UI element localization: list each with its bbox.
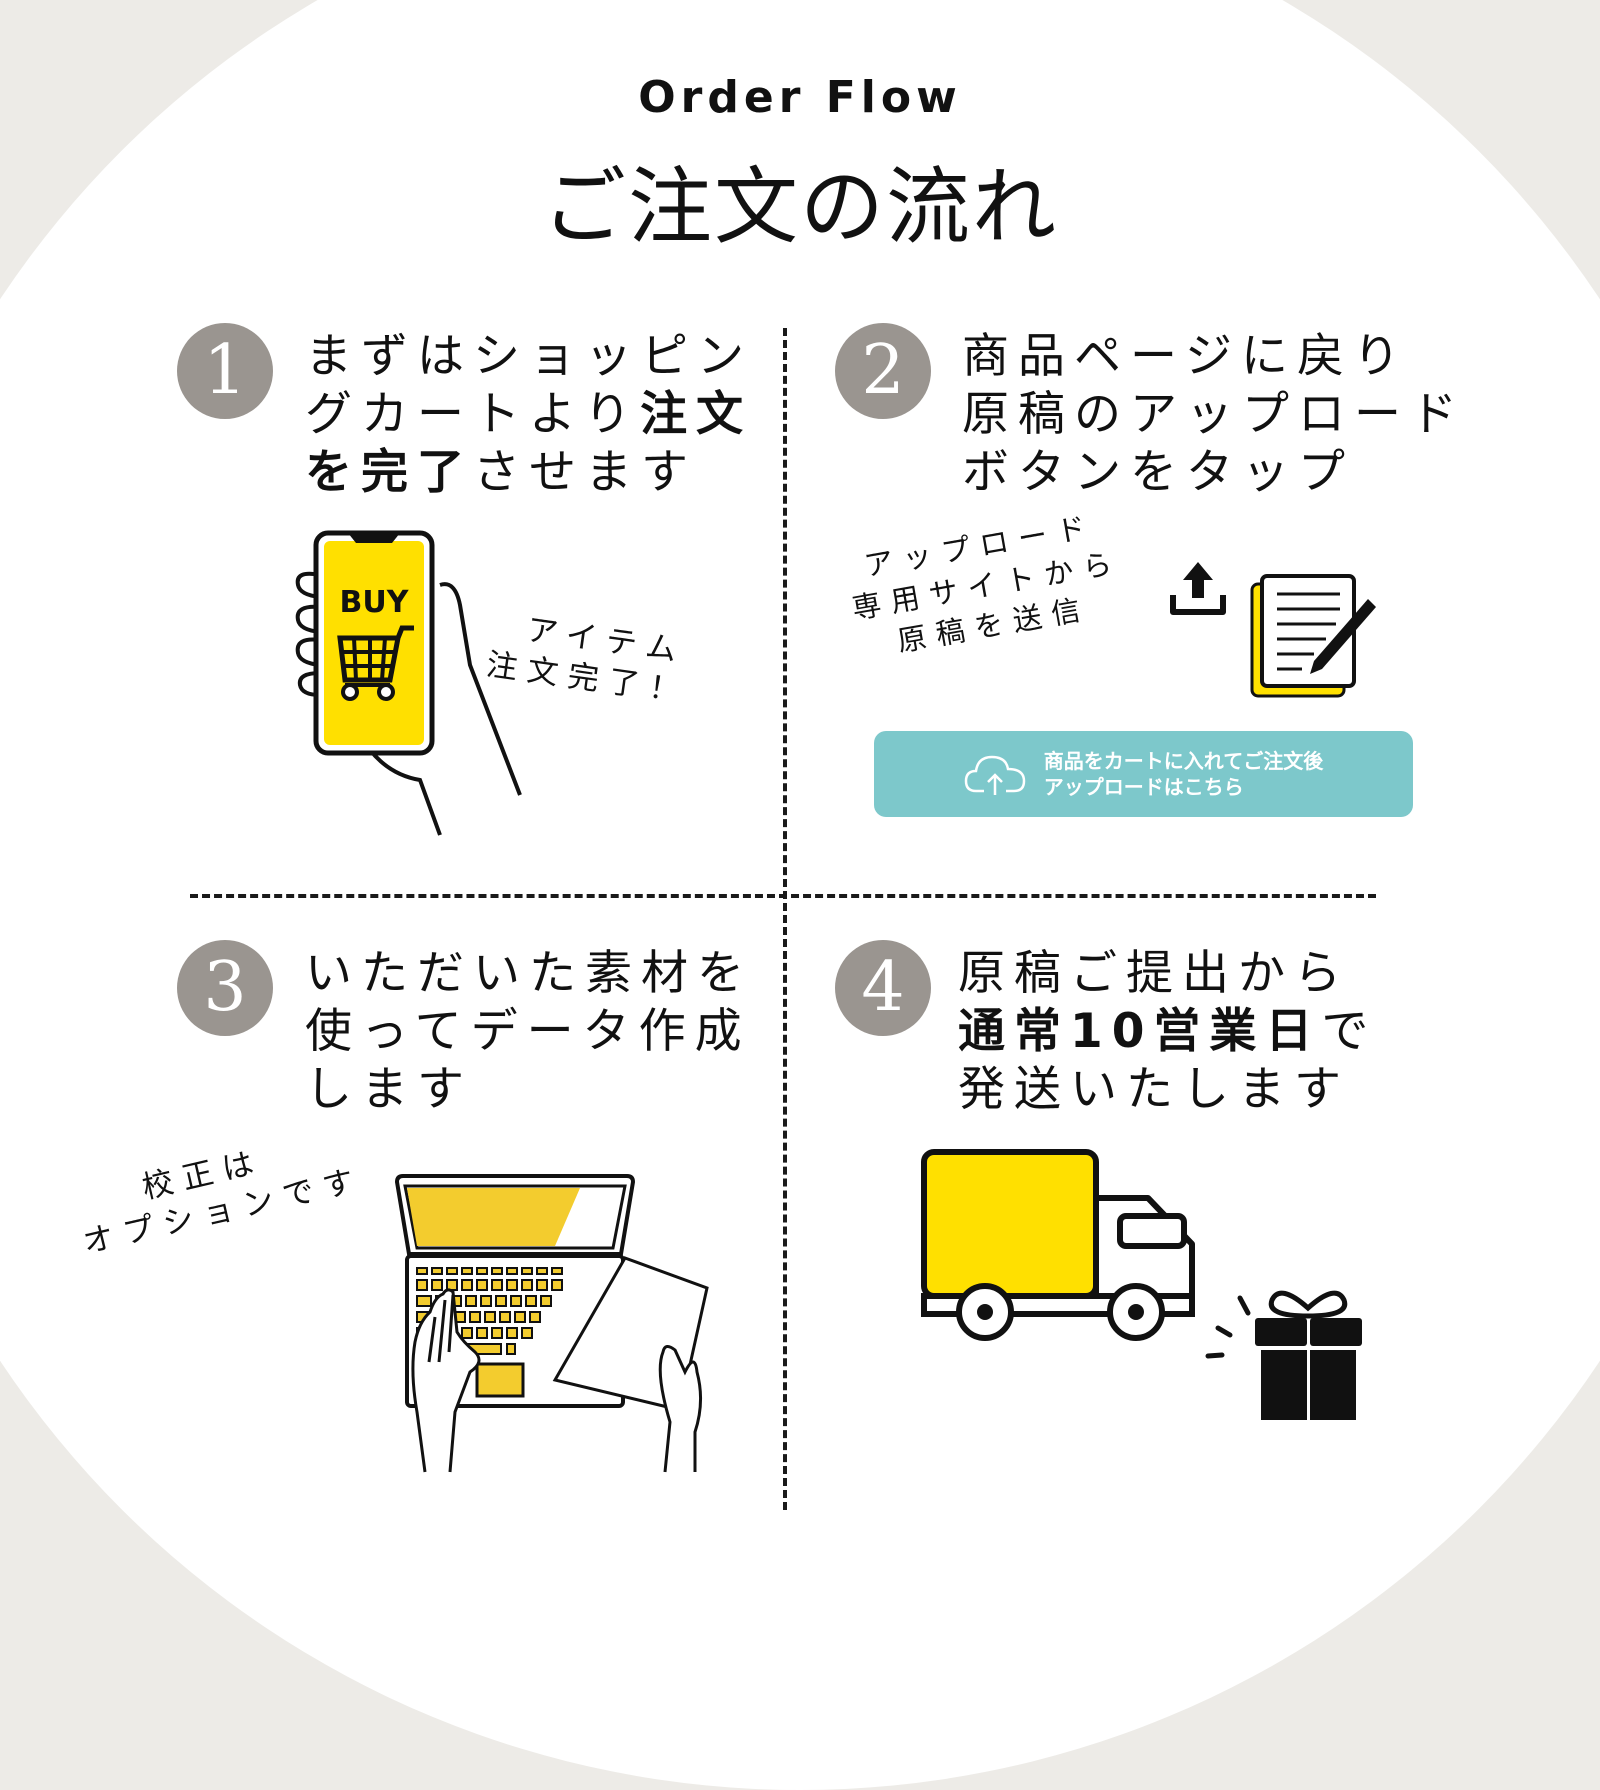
text-run: 使ってデータ作成	[305, 1004, 751, 1059]
text-run: させます	[473, 445, 697, 500]
button-label-line: 商品をカートに入れてご注文後	[1043, 749, 1324, 773]
svg-text:BUY: BUY	[340, 585, 410, 620]
horizontal-dashed-divider	[190, 894, 1376, 898]
text-run: 商品ページに戻り	[962, 329, 1410, 384]
gift-box-icon	[1205, 1290, 1362, 1420]
phone-buy-cart-icon: BUY	[295, 530, 522, 836]
text-run: まずはショッピン	[305, 329, 753, 384]
step-description: 商品ページに戻り 原稿のアップロード ボタンをタップ	[962, 328, 1466, 502]
text-run-bold: を完了	[305, 445, 473, 500]
text-run: 発送いたします	[958, 1062, 1350, 1117]
step-number-badge: 2	[835, 323, 931, 419]
text-line: いただいた素材を	[305, 945, 753, 1003]
text-run-bold: 通常10営業日	[958, 1004, 1322, 1059]
step-description: いただいた素材を 使ってデータ作成 します	[305, 945, 753, 1119]
delivery-truck-icon	[921, 1149, 1195, 1341]
text-run: で	[1321, 1004, 1378, 1059]
text-line: 使ってデータ作成	[305, 1003, 753, 1061]
step-description: まずはショッピン グカートより注文 を完了させます	[305, 328, 753, 502]
text-line: 通常10営業日で	[958, 1003, 1377, 1061]
upload-arrow-icon	[1170, 562, 1226, 615]
text-line: グカートより注文	[305, 386, 753, 444]
upload-manuscript-button[interactable]: 商品をカートに入れてご注文後 アップロードはこちら	[874, 731, 1413, 817]
step-number-badge: 4	[835, 940, 931, 1036]
text-run-bold: 注文	[640, 387, 753, 442]
text-line: を完了させます	[305, 444, 753, 502]
text-line: します	[305, 1061, 753, 1119]
text-run: 原稿のアップロード	[962, 387, 1466, 442]
text-line: 原稿のアップロード	[962, 386, 1466, 444]
text-line: 商品ページに戻り	[962, 328, 1466, 386]
button-label-line: アップロードはこちら	[1043, 775, 1244, 799]
text-run: グカートより	[305, 387, 641, 442]
text-line: 原稿ご提出から	[958, 945, 1377, 1003]
text-run: します	[305, 1062, 473, 1117]
text-line: まずはショッピン	[305, 328, 753, 386]
text-run: ボタンをタップ	[962, 445, 1354, 500]
page-title: ご注文の流れ	[541, 158, 1058, 256]
step-description: 原稿ご提出から 通常10営業日で 発送いたします	[958, 945, 1377, 1119]
text-run: いただいた素材を	[305, 946, 753, 1001]
upload-button-label: 商品をカートに入れてご注文後 アップロードはこちら	[1044, 748, 1323, 800]
step-number-badge: 1	[177, 323, 273, 419]
document-pencil-icon	[1250, 574, 1376, 698]
text-line: ボタンをタップ	[962, 444, 1466, 502]
step-number-badge: 3	[177, 940, 273, 1036]
title-english: Order Flow	[638, 72, 962, 123]
text-run: 原稿ご提出から	[958, 946, 1350, 1001]
text-line: 発送いたします	[958, 1061, 1377, 1119]
vertical-dashed-divider	[783, 328, 787, 1510]
laptop-typing-icon	[394, 1174, 709, 1473]
cloud-upload-icon	[964, 755, 1026, 795]
